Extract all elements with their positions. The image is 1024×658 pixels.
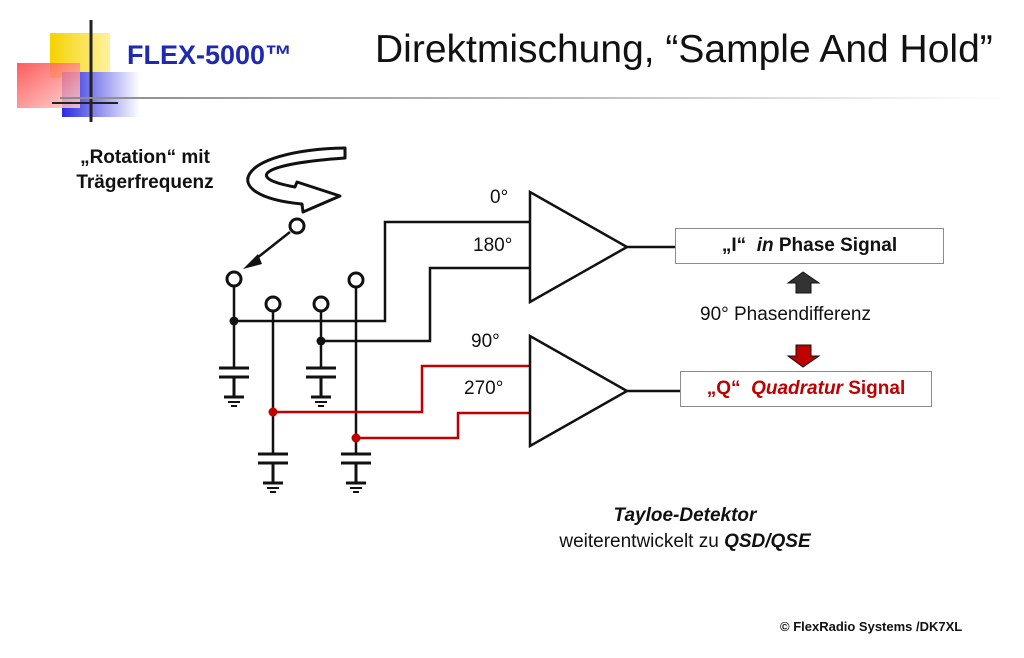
switch-wiper bbox=[243, 217, 306, 269]
phase-label-180: 180° bbox=[473, 235, 513, 256]
capacitor-3 bbox=[258, 452, 288, 493]
capacitor-1 bbox=[219, 366, 249, 407]
q-path-wires bbox=[273, 364, 530, 440]
capacitor-4 bbox=[341, 452, 371, 493]
q-signal-box: „Q“ Quadratur Signal bbox=[680, 371, 932, 407]
phase-difference-label: 90° Phasendifferenz bbox=[700, 304, 871, 325]
i-signal-box: „I“ in Phase Signal bbox=[675, 228, 944, 264]
title-divider bbox=[60, 97, 1005, 99]
detector-desc-emph: QSD/QSE bbox=[724, 531, 811, 552]
i-signal-italic: in bbox=[756, 235, 774, 256]
arrow-down-icon bbox=[786, 344, 821, 368]
rotation-line-2: Trägerfrequenz bbox=[76, 172, 214, 193]
detector-name: Tayloe-Detektor bbox=[613, 505, 757, 526]
rotation-line-1: „Rotation“ mit bbox=[80, 147, 210, 168]
phase-label-90: 90° bbox=[471, 331, 500, 352]
q-signal-rest: Signal bbox=[848, 378, 906, 399]
detector-caption: Tayloe-Detektor weiterentwickelt zu QSD/… bbox=[520, 503, 850, 555]
i-path-wires bbox=[232, 220, 530, 453]
phase-label-0: 0° bbox=[490, 187, 509, 208]
junction-dots bbox=[229, 316, 361, 443]
brand-label: FLEX-5000™ bbox=[127, 40, 293, 70]
logo-decoration bbox=[17, 20, 140, 122]
q-signal-prefix: „Q“ bbox=[706, 378, 741, 399]
i-signal-rest: Phase Signal bbox=[778, 235, 898, 256]
rotation-arrow-icon bbox=[246, 146, 347, 214]
slide-title: Direktmischung, “Sample And Hold” bbox=[375, 28, 993, 71]
detector-desc: weiterentwickelt zu bbox=[559, 531, 719, 552]
q-signal-italic: Quadratur bbox=[751, 378, 843, 399]
capacitor-2 bbox=[306, 366, 336, 407]
phase-label-270: 270° bbox=[464, 378, 504, 399]
arrow-up-icon bbox=[786, 271, 821, 294]
rotation-label: „Rotation“ mit Trägerfrequenz bbox=[70, 145, 220, 195]
i-signal-prefix: „I“ bbox=[721, 235, 747, 256]
amplifier-i bbox=[528, 189, 675, 305]
amplifier-q bbox=[528, 333, 680, 449]
switch-contacts bbox=[225, 270, 365, 313]
copyright-footer: © FlexRadio Systems /DK7XL bbox=[780, 619, 963, 634]
